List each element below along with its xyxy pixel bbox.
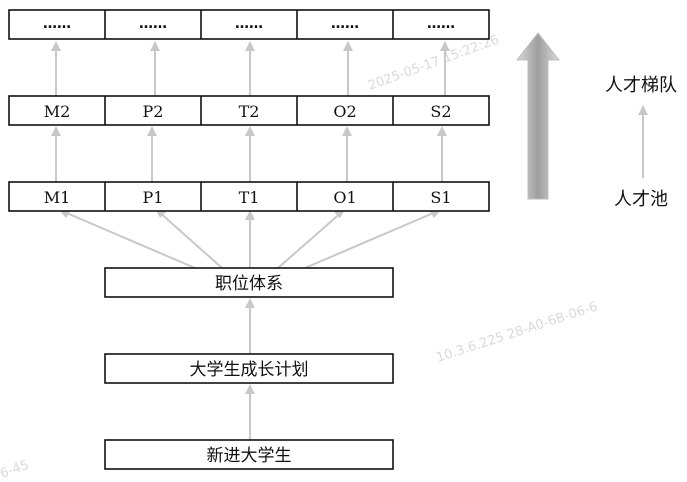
fan-arrow-o [277,210,344,269]
ladder-row: M2 P2 T2 O2 S2 [8,95,490,126]
fan-arrow-s [304,210,439,269]
lower-arrows [245,298,255,440]
new-grads-label: 新进大学生 [207,446,292,466]
top-cell-4: …… [331,16,359,32]
pool-cell-m1: M1 [44,188,71,207]
grad-plan-label: 大学生成长计划 [190,360,309,380]
ladder-cell-o2: O2 [333,102,356,121]
ladder-cell-s2: S2 [430,102,451,121]
position-system-box: 职位体系 [104,267,394,298]
position-system-label: 职位体系 [215,274,283,294]
fan-arrow-m [61,210,196,269]
pool-cell-p1: P1 [143,188,164,207]
pool-row: M1 P1 T1 O1 S1 [8,181,490,212]
watermark-timestamp: 2025-05-17 15:22:26 [366,32,501,93]
big-up-arrow [515,32,561,200]
pool-cell-s1: S1 [430,188,451,207]
pool-cell-t1: T1 [239,188,260,207]
fan-arrow-p [157,210,223,269]
top-cell-3: …… [235,16,263,32]
top-cell-1: …… [43,16,71,32]
top-cell-5: …… [427,16,455,32]
pool-cell-o1: O1 [333,188,356,207]
pool-to-ladder-arrows [51,126,447,182]
ladder-cell-t2: T2 [239,102,260,121]
ladder-to-top-arrows [51,41,450,96]
ladder-cell-p2: P2 [143,102,164,121]
talent-pool-label: 人才池 [614,189,668,210]
watermark-ip-mac: 10.3.6.225 28-A0-6B-06-6 [435,299,600,365]
grad-plan-box: 大学生成长计划 [104,353,394,384]
top-row: …… …… …… …… …… [8,9,490,40]
ladder-cell-m2: M2 [44,102,71,121]
new-grads-box: 新进大学生 [104,439,394,470]
fan-arrowhead-t [245,210,255,220]
top-cell-2: …… [139,16,167,32]
fan-arrows [58,208,442,269]
watermark-corner: 6-45 [0,458,31,482]
talent-ladder-label: 人才梯队 [605,75,677,96]
